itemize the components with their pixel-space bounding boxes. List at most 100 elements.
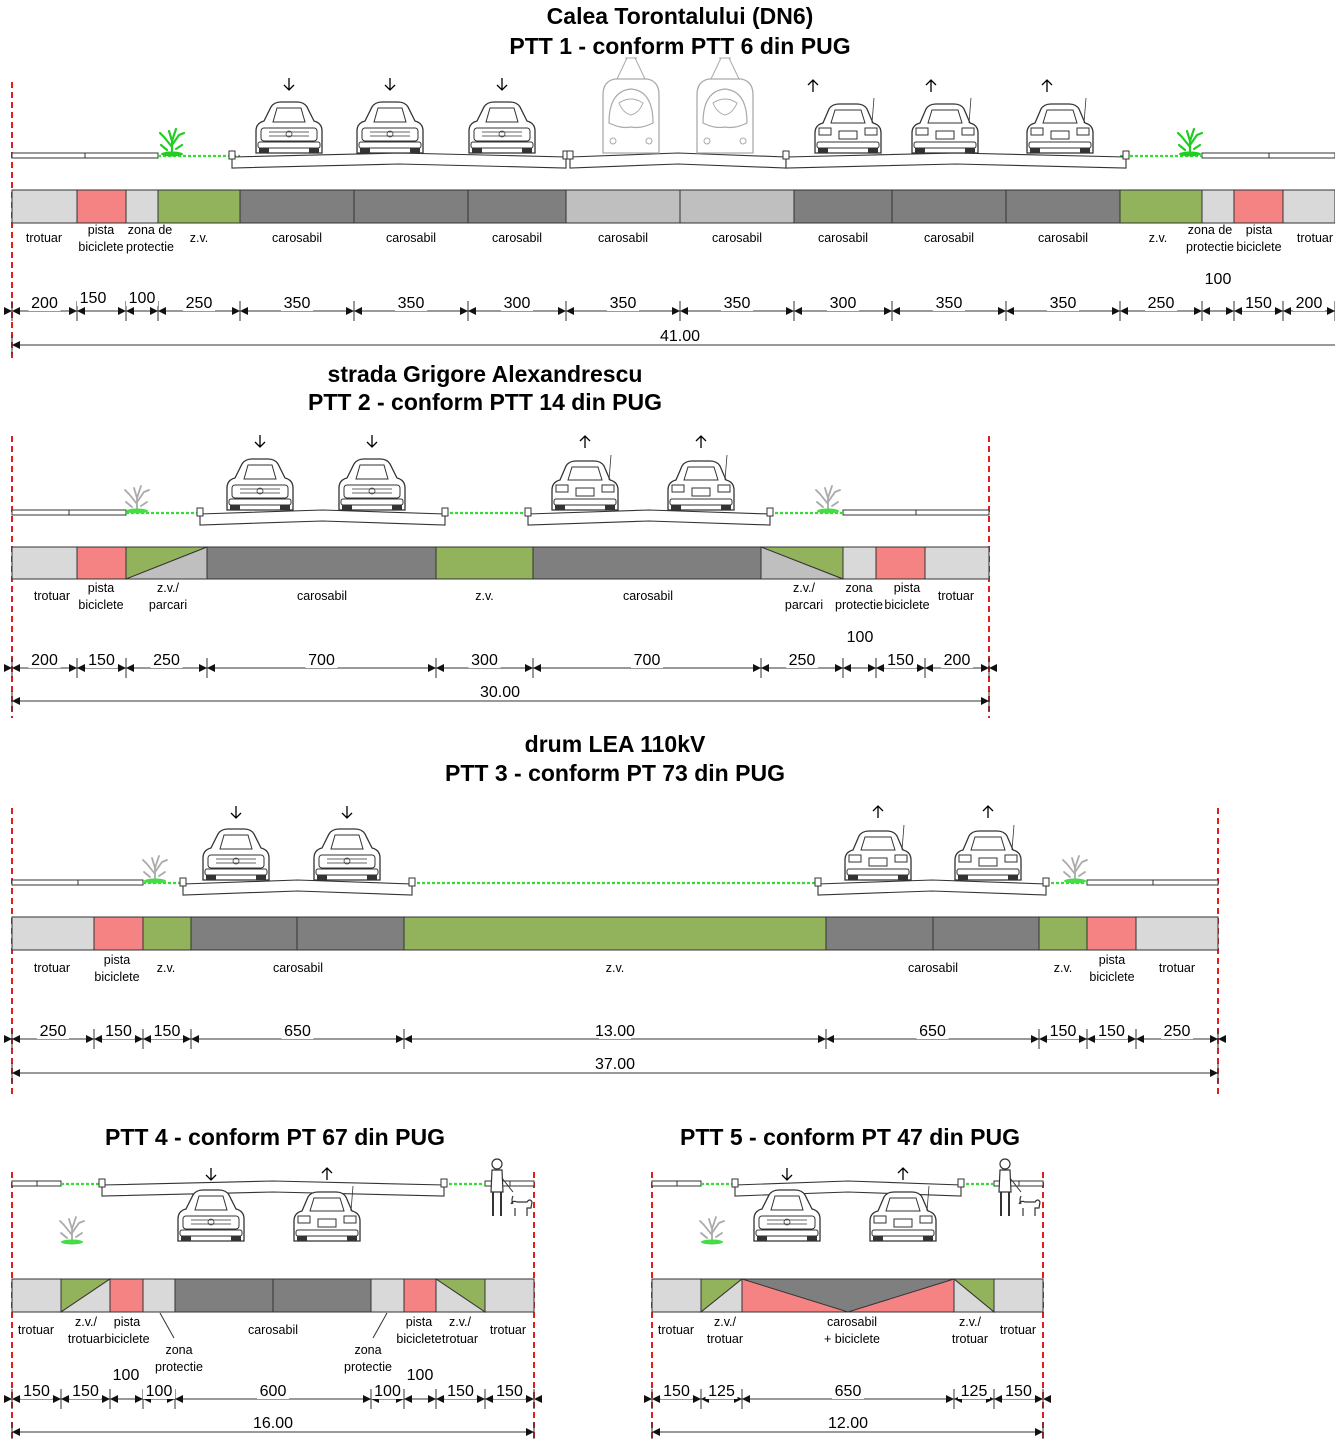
dimension-label-bg [102, 1021, 135, 1039]
dimension-arrowhead [404, 1035, 412, 1043]
dimension-value: 300 [830, 295, 857, 312]
section-title: PTT 2 - conform PTT 14 din PUG [308, 389, 662, 415]
dimension-arrowhead [558, 307, 566, 315]
band-segment [11, 546, 78, 580]
band-segment [76, 546, 127, 580]
segment-label: zona de [1188, 223, 1233, 237]
dimension-arrowhead [892, 307, 900, 315]
dimension-arrowhead [835, 664, 843, 672]
dimension-label-bg [827, 293, 859, 311]
band-segment [157, 189, 241, 224]
car-icon [177, 1189, 245, 1242]
band-segment [142, 1278, 176, 1313]
dimension-arrowhead [12, 664, 20, 672]
dimension-label-bg [37, 1021, 69, 1039]
band-segment [1233, 189, 1284, 224]
curb [179, 877, 187, 887]
dimension-arrowhead [485, 1395, 493, 1403]
segment-label: trotuar [1297, 231, 1333, 245]
segment-label: z.v. [157, 961, 176, 975]
dimension-value: 350 [724, 295, 751, 312]
dimension-label-bg [933, 293, 965, 311]
band-segment [1119, 189, 1203, 224]
curb [524, 507, 532, 517]
curb [1042, 877, 1050, 887]
dimension-arrowhead [1128, 1035, 1136, 1043]
curb [408, 877, 416, 887]
dimension-arrowhead [191, 1035, 199, 1043]
dimension-arrowhead [12, 307, 20, 315]
tree-icon [1176, 127, 1204, 158]
dimension-value: 150 [154, 1023, 181, 1040]
segment-label: zona [165, 1343, 192, 1357]
band-segment [403, 916, 827, 951]
dimension-label-bg [444, 1381, 477, 1399]
dimension-value: 150 [72, 1383, 99, 1400]
band-segment [1282, 189, 1335, 224]
dimension-value: 250 [1164, 1023, 1191, 1040]
car-icon [753, 1189, 821, 1242]
dimension-label-bg [143, 1381, 175, 1399]
band-segment [1135, 916, 1219, 951]
arrow-up-icon [897, 1167, 909, 1181]
dimension-value: 150 [1098, 1023, 1125, 1040]
segment-label: z.v./ [157, 581, 180, 595]
segment-label: trotuar [68, 1332, 104, 1346]
dimension-arrowhead [981, 697, 989, 705]
band-segment [953, 1277, 996, 1313]
car-icon [954, 824, 1022, 881]
segment-label: trotuar [658, 1323, 694, 1337]
dimension-value: 350 [284, 295, 311, 312]
segment-label: carosabil [908, 961, 958, 975]
dimension-label-bg [20, 1381, 53, 1399]
total-width-value: 30.00 [480, 684, 520, 701]
car-icon [202, 828, 270, 881]
section-ptt1: Calea Torontalului (DN6)PTT 1 - conform … [4, 3, 1335, 358]
dimension-arrowhead [1136, 1035, 1144, 1043]
band-segment [370, 1278, 405, 1313]
band-segment [1005, 189, 1121, 224]
dimension-value: 600 [260, 1383, 287, 1400]
dimension-arrowhead [477, 1395, 485, 1403]
dimension-label-bg [85, 650, 118, 668]
arrow-up-icon [872, 805, 884, 819]
dimension-label-bg [1145, 293, 1177, 311]
dimension-arrowhead [672, 307, 680, 315]
dimension-arrowhead [175, 1395, 183, 1403]
segment-label: z.v. [606, 961, 625, 975]
band-segment [109, 1278, 144, 1313]
band-segment [76, 189, 127, 224]
dimension-arrowhead [77, 307, 85, 315]
dimension-arrowhead [404, 1395, 412, 1403]
band-segment [174, 1278, 274, 1313]
car-icon [313, 828, 381, 881]
road-slab [101, 1180, 445, 1197]
segment-label: biciclete [396, 1332, 441, 1346]
segment-label: pista [1099, 953, 1125, 967]
dimension-arrowhead [12, 341, 20, 349]
curb [814, 877, 822, 887]
band-segment [651, 1278, 702, 1313]
dimension-label-bg [305, 650, 338, 668]
dimension-value: 300 [471, 652, 498, 669]
dimension-arrowhead [118, 664, 126, 672]
curb [441, 507, 449, 517]
dimension-arrowhead [868, 664, 876, 672]
arrow-up-icon [982, 805, 994, 819]
segment-label: z.v./ [75, 1315, 98, 1329]
segment-label: zona de [128, 223, 173, 237]
dimension-arrowhead [1043, 1395, 1051, 1403]
dimension-value: 250 [153, 652, 180, 669]
road-slab [527, 509, 771, 526]
road-slab [199, 509, 446, 526]
segment-label: biciclete [78, 598, 123, 612]
curb [98, 1178, 106, 1188]
segment-label: trotuar [490, 1323, 526, 1337]
dimension-arrowhead [1234, 307, 1242, 315]
car-icon [551, 454, 619, 511]
dimension-arrowhead [917, 664, 925, 672]
band-segment [532, 546, 762, 580]
road-slab [734, 1180, 962, 1197]
band-segment [760, 546, 844, 580]
segment-label: biciclete [94, 970, 139, 984]
